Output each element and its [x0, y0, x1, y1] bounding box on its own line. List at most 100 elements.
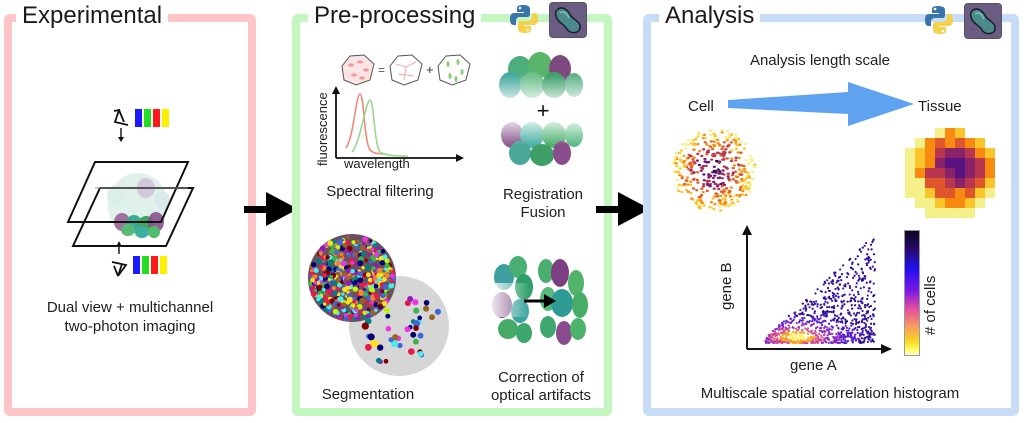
segmented-cell: [367, 277, 373, 283]
cell-dot: [748, 161, 752, 164]
cell-dot: [720, 184, 724, 188]
heatmap-cell: [915, 198, 925, 208]
scatter-point: [770, 333, 773, 336]
cell-dot: [736, 181, 740, 184]
scatter-point: [850, 262, 854, 266]
scatter-point: [842, 317, 845, 320]
scatter-point: [835, 299, 838, 302]
cell-dot: [713, 134, 718, 138]
scatter-point: [801, 316, 804, 320]
scatter-point: [794, 341, 797, 345]
scatter-point: [790, 321, 793, 324]
scatter-point: [813, 310, 816, 313]
cell-dot: [700, 203, 704, 207]
scatter-point: [825, 314, 828, 317]
scatter-point: [802, 323, 806, 326]
scatter-point: [827, 341, 830, 344]
python-logo-icon: [510, 5, 538, 33]
segmented-nucleus: [397, 342, 403, 349]
scatter-point: [835, 332, 838, 336]
scatter-point: [844, 324, 847, 327]
segmented-cell: [384, 272, 390, 279]
cell-count-colorbar: [904, 230, 920, 356]
cell-dot: [718, 201, 722, 204]
cell-dot: [674, 162, 678, 165]
scatter-point: [812, 322, 815, 325]
scatter-point: [837, 331, 840, 334]
segmented-cell: [332, 308, 339, 315]
cell-dot: [712, 140, 716, 143]
heatmap-cell: [935, 138, 945, 148]
heatmap-cell: [955, 138, 965, 148]
scatter-point: [844, 322, 847, 325]
segmented-cell: [345, 280, 352, 287]
scatter-point: [816, 302, 819, 306]
scatter-point: [862, 340, 865, 343]
heatmap-cell: [935, 168, 945, 178]
scatter-point: [803, 341, 806, 345]
scatter-point: [862, 333, 865, 336]
segmented-cell: [331, 255, 338, 262]
sample-embryo: [107, 173, 170, 238]
scatter-point: [830, 310, 833, 313]
scatter-point: [802, 332, 806, 335]
scatter-point: [861, 309, 864, 313]
eye-icon-top: [113, 108, 129, 142]
scatter-point: [784, 326, 787, 329]
scatter-point: [850, 324, 853, 327]
scatter-point: [787, 341, 790, 345]
segmented-cell: [361, 265, 365, 270]
scatter-point: [807, 339, 810, 342]
cell-dot: [720, 131, 724, 134]
scatter-point: [835, 324, 838, 327]
scatter-point: [821, 331, 824, 334]
cell-dot: [744, 181, 748, 184]
scatter-point: [841, 341, 844, 344]
scatter-point: [825, 326, 828, 329]
cell-dot: [727, 143, 731, 146]
scatter-point: [867, 287, 871, 290]
scatter-point: [775, 334, 778, 337]
scatter-point: [819, 303, 822, 306]
scatter-point: [863, 315, 866, 318]
scatter-point: [834, 337, 838, 340]
scatter-point: [804, 305, 807, 308]
cell-dot: [711, 171, 715, 174]
scatter-point: [775, 332, 778, 335]
scatter-point: [867, 261, 870, 264]
cell-dot: [699, 169, 703, 172]
scatter-point: [804, 309, 807, 312]
cell-dot: [742, 179, 747, 182]
scatter-point: [845, 320, 849, 323]
scatter-point: [795, 330, 798, 333]
scatter-point: [840, 278, 843, 282]
cell-dot: [701, 185, 706, 188]
scatter-point: [846, 271, 849, 275]
cell-dot: [700, 154, 704, 158]
scatter-point: [827, 322, 831, 325]
segmented-cell: [363, 307, 368, 312]
scatter-point: [807, 303, 810, 306]
cell-dot: [708, 129, 712, 132]
cell-dot: [686, 190, 690, 193]
scatter-point: [787, 331, 790, 334]
scatter-point: [848, 286, 852, 290]
scatter-point: [834, 341, 837, 344]
scatter-point: [807, 332, 810, 336]
cell-dot: [724, 194, 728, 198]
segmented-nucleus: [370, 339, 378, 347]
scatter-point: [849, 300, 852, 303]
scatter-point: [866, 303, 870, 306]
cell-dot: [692, 138, 696, 142]
cell-dot: [744, 159, 748, 162]
scatter-point: [819, 327, 822, 330]
cell-dot: [688, 163, 692, 166]
scatter-point: [857, 321, 860, 324]
scatter-point: [873, 294, 876, 297]
segmented-cell: [316, 258, 323, 265]
heatmap-cell: [985, 188, 995, 198]
cell-dot: [699, 166, 703, 169]
scatter-point: [836, 292, 839, 295]
segmented-cell: [346, 296, 353, 303]
scatter-point: [803, 316, 806, 320]
